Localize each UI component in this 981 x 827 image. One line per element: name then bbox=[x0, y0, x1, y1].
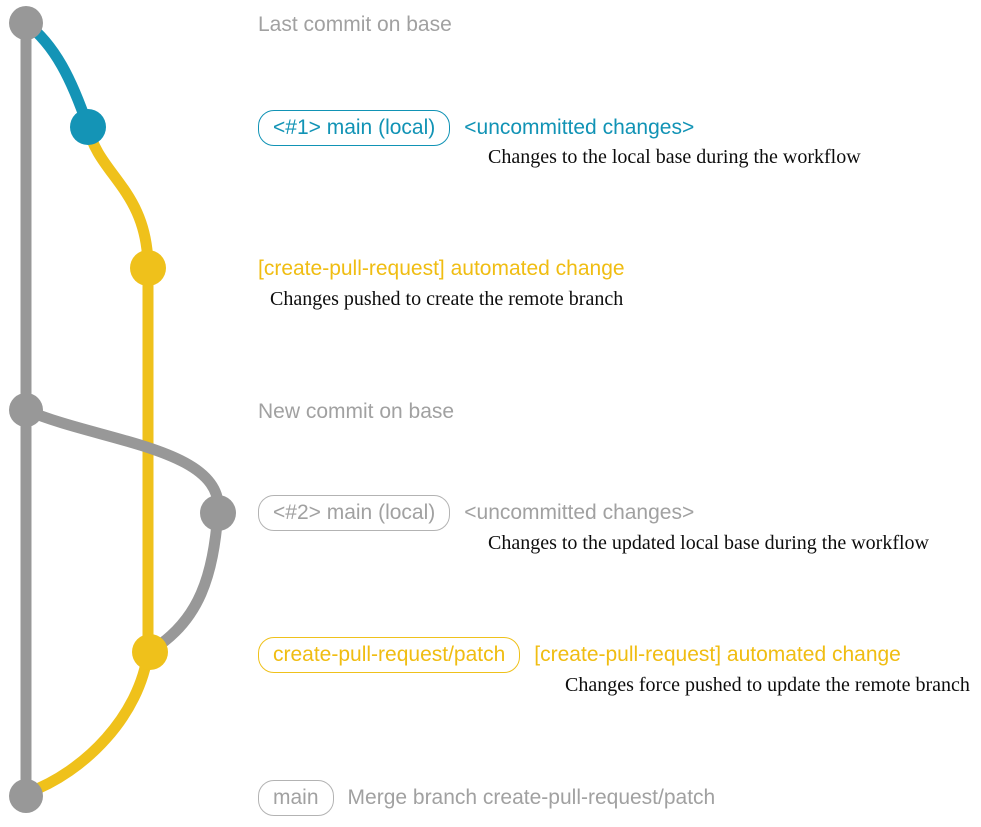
branch-badge-patch: create-pull-request/patch bbox=[258, 637, 521, 673]
branch-badge-main-local-1: <#1> main (local) bbox=[258, 110, 451, 146]
local-commit-dot-2 bbox=[200, 495, 236, 531]
patch-commit-dot-2 bbox=[132, 634, 168, 670]
label-uncommitted-changes-2: <uncommitted changes> bbox=[464, 501, 695, 524]
row-merge: main Merge branch create-pull-request/pa… bbox=[258, 780, 715, 816]
label-uncommitted-changes-1: <uncommitted changes> bbox=[464, 116, 695, 139]
desc-push-create-branch: Changes pushed to create the remote bran… bbox=[270, 288, 624, 310]
branch-badge-main: main bbox=[258, 780, 334, 816]
desc-force-push: Changes force pushed to update the remot… bbox=[565, 674, 970, 696]
branch-badge-main-local-2: <#2> main (local) bbox=[258, 495, 451, 531]
desc-local-changes-2: Changes to the updated local base during… bbox=[488, 532, 929, 554]
desc-local-changes-1: Changes to the local base during the wor… bbox=[488, 146, 861, 168]
patch-commit-dot-1 bbox=[130, 250, 166, 286]
merge-commit-dot bbox=[9, 779, 43, 813]
base-commit-dot-1 bbox=[9, 6, 43, 40]
row-local-main-1: <#1> main (local) <uncommitted changes> bbox=[258, 110, 694, 146]
row-patch-branch: create-pull-request/patch [create-pull-r… bbox=[258, 637, 901, 673]
row-local-main-2: <#2> main (local) <uncommitted changes> bbox=[258, 495, 694, 531]
commit-graph bbox=[9, 6, 236, 813]
local-commit-dot-1 bbox=[70, 109, 106, 145]
local-main-branch-segment-2 bbox=[23, 404, 224, 514]
label-merge-branch: Merge branch create-pull-request/patch bbox=[347, 786, 716, 809]
label-automated-change-2: [create-pull-request] automated change bbox=[534, 643, 901, 666]
local-main-branch-segment-1 bbox=[22, 18, 94, 129]
patch-branch-line bbox=[25, 125, 154, 799]
label-automated-change-1: [create-pull-request] automated change bbox=[258, 257, 625, 280]
label-new-commit-on-base: New commit on base bbox=[258, 400, 455, 423]
base-commit-dot-2 bbox=[9, 393, 43, 427]
label-last-commit-on-base: Last commit on base bbox=[258, 13, 452, 36]
local-main-rebase-segment bbox=[149, 512, 224, 655]
